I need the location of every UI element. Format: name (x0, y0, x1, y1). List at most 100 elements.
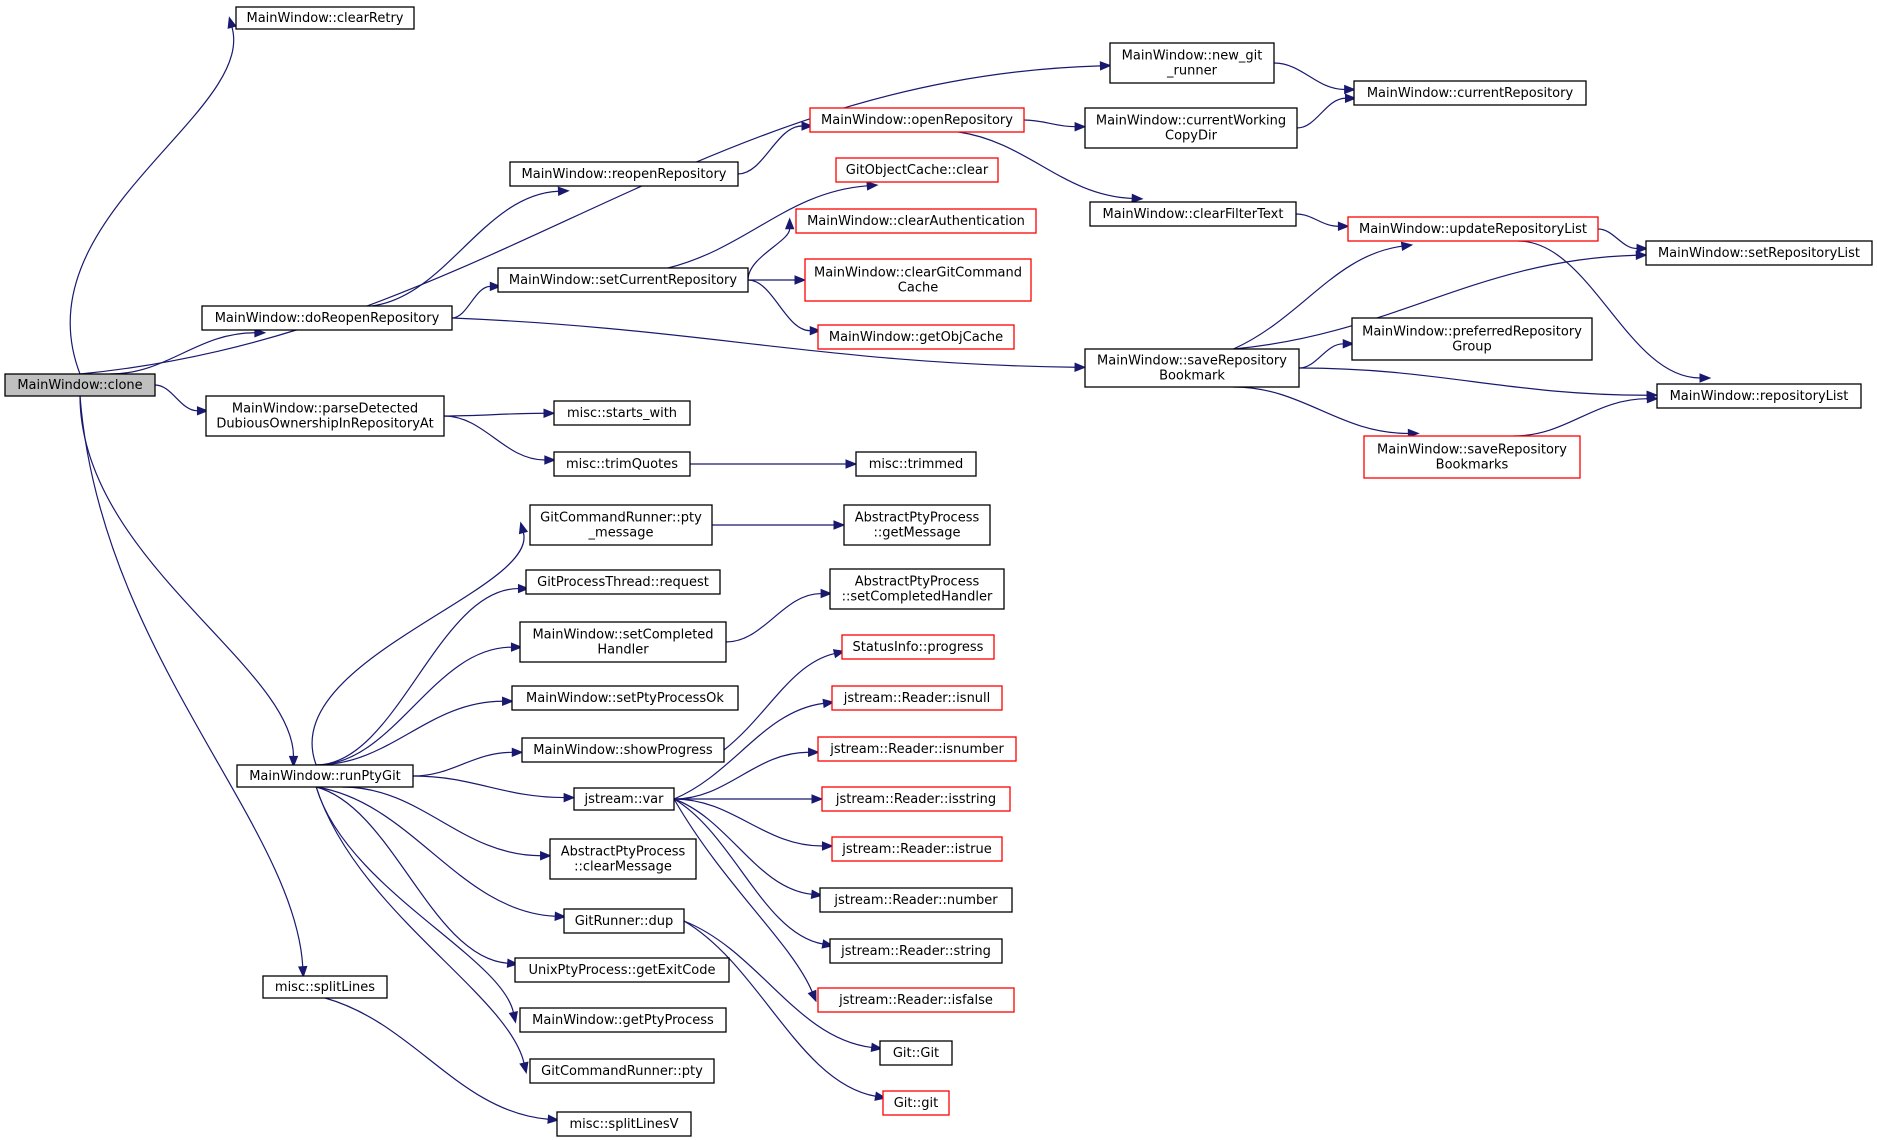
node-GitGit[interactable]: Git::Git (879, 1040, 953, 1066)
edge-line (316, 786, 556, 917)
edge-arrowhead (1074, 362, 1087, 372)
edge-arrowhead (801, 121, 814, 131)
node-box (1347, 216, 1599, 242)
node-doReopenRepository[interactable]: MainWindow::doReopenRepository (201, 305, 453, 331)
node-clearFilterText[interactable]: MainWindow::clearFilterText (1089, 201, 1297, 227)
edge-line (673, 798, 823, 945)
edge-clone-to-new_git_runner (79, 61, 1112, 375)
edge-parseDetected-to-trimQuotes (443, 415, 557, 465)
edge-arrowhead (543, 408, 556, 419)
node-setRepositoryList[interactable]: MainWindow::setRepositoryList (1645, 240, 1873, 266)
edge-line (1233, 254, 1637, 350)
node-getPtyProcess[interactable]: MainWindow::getPtyProcess (519, 1007, 727, 1033)
node-showProgress[interactable]: MainWindow::showProgress (521, 737, 725, 763)
node-label: MainWindow::clearGitCommand (814, 266, 1022, 281)
node-reopenRepository[interactable]: MainWindow::reopenRepository (509, 161, 739, 187)
node-setCurrentRepository[interactable]: MainWindow::setCurrentRepository (497, 267, 749, 293)
edge-openRepository-to-clearFilterText (958, 131, 1144, 204)
node-number[interactable]: jstream::Reader::number (819, 887, 1013, 913)
node-getExitCode[interactable]: UnixPtyProcess::getExitCode (514, 957, 730, 983)
node-label: StatusInfo::progress (853, 640, 984, 655)
edge-arrowhead (489, 281, 502, 292)
node-progress[interactable]: StatusInfo::progress (841, 634, 995, 660)
edge-line (79, 395, 295, 757)
node-splitLines[interactable]: misc::splitLines (262, 975, 388, 999)
node-trimQuotes[interactable]: misc::trimQuotes (553, 451, 691, 477)
node-request[interactable]: GitProcessThread::request (525, 569, 721, 595)
node-label: MainWindow::clearRetry (247, 11, 404, 26)
node-clearAuthentication[interactable]: MainWindow::clearAuthentication (795, 208, 1037, 234)
edge-arrowhead (554, 911, 567, 921)
node-setPtyProcessOk[interactable]: MainWindow::setPtyProcessOk (511, 685, 739, 711)
edge-line (1273, 62, 1345, 91)
edge-line (443, 415, 545, 461)
edge-arrowhead (506, 958, 519, 968)
edge-mwSetCompletedHandler-to-apSetCompletedHandler (725, 588, 833, 643)
node-splitLinesV[interactable]: misc::splitLinesV (556, 1111, 692, 1137)
node-string[interactable]: jstream::Reader::string (829, 938, 1003, 964)
edge-splitLines-to-splitLinesV (324, 997, 560, 1124)
node-clearMessage[interactable]: AbstractPtyProcess::clearMessage (549, 838, 697, 880)
node-openRepository[interactable]: MainWindow::openRepository (809, 107, 1025, 133)
node-label: GitCommandRunner::pty (540, 511, 702, 526)
node-isnumber[interactable]: jstream::Reader::isnumber (817, 736, 1017, 762)
node-pty[interactable]: GitCommandRunner::pty (529, 1058, 715, 1084)
edge-line (1023, 119, 1076, 128)
node-trimmed[interactable]: misc::trimmed (855, 451, 977, 477)
node-getObjCache[interactable]: MainWindow::getObjCache (817, 324, 1015, 350)
node-pty_message[interactable]: GitCommandRunner::pty_message (529, 504, 713, 546)
node-var[interactable]: jstream::var (573, 787, 675, 811)
node-gitgit[interactable]: Git::git (882, 1090, 950, 1116)
node-box (262, 975, 388, 999)
edge-arrowhead (196, 406, 209, 416)
node-currentRepository[interactable]: MainWindow::currentRepository (1353, 80, 1587, 106)
node-getMessage[interactable]: AbstractPtyProcess::getMessage (843, 504, 991, 546)
node-box (817, 736, 1017, 762)
node-apSetCompletedHandler[interactable]: AbstractPtyProcess::setCompletedHandler (829, 568, 1005, 610)
edge-trimQuotes-to-trimmed (689, 459, 858, 469)
node-box (235, 6, 415, 30)
edge-parseDetected-to-starts_with (443, 408, 556, 419)
node-label: Handler (597, 643, 649, 658)
node-isfalse[interactable]: jstream::Reader::isfalse (817, 987, 1015, 1013)
node-clearRetry[interactable]: MainWindow::clearRetry (235, 6, 415, 30)
node-box (511, 685, 739, 711)
node-box (841, 634, 995, 660)
node-box (573, 787, 675, 811)
node-label: MainWindow::reopenRepository (522, 167, 727, 182)
edge-line (737, 125, 803, 175)
node-box (1363, 435, 1581, 479)
edge-arrowhead (811, 794, 824, 804)
node-istrue[interactable]: jstream::Reader::istrue (831, 836, 1003, 862)
edge-line (1513, 398, 1648, 437)
node-parseDetected[interactable]: MainWindow::parseDetectedDubiousOwnershi… (205, 395, 445, 437)
node-starts_with[interactable]: misc::starts_with (553, 400, 691, 426)
node-label: jstream::Reader::isfalse (838, 993, 993, 1008)
node-updateRepositoryList[interactable]: MainWindow::updateRepositoryList (1347, 216, 1599, 242)
edge-var-to-istrue (673, 798, 834, 851)
node-box (831, 685, 1003, 711)
node-label: Cache (898, 281, 938, 296)
node-label: CopyDir (1165, 129, 1218, 144)
node-gocClear[interactable]: GitObjectCache::clear (835, 157, 999, 183)
node-repositoryList[interactable]: MainWindow::repositoryList (1656, 383, 1862, 409)
node-clone[interactable]: MainWindow::clone (4, 373, 156, 397)
node-mwSetCompletedHandler[interactable]: MainWindow::setCompletedHandler (519, 621, 727, 663)
node-new_git_runner[interactable]: MainWindow::new_git_runner (1109, 42, 1275, 84)
node-isstring[interactable]: jstream::Reader::isstring (821, 786, 1011, 812)
node-box (549, 838, 697, 880)
node-runPtyGit[interactable]: MainWindow::runPtyGit (236, 764, 414, 788)
edge-clone-to-runPtyGit (79, 395, 299, 768)
edge-clone-to-doReopenRepository (109, 328, 267, 375)
node-dup[interactable]: GitRunner::dup (563, 908, 685, 934)
node-box (804, 258, 1032, 302)
node-box (795, 208, 1037, 234)
node-isnull[interactable]: jstream::Reader::isnull (831, 685, 1003, 711)
edge-runPtyGit-to-mwSetCompletedHandler (316, 642, 523, 766)
edge-arrowhead (517, 583, 530, 594)
